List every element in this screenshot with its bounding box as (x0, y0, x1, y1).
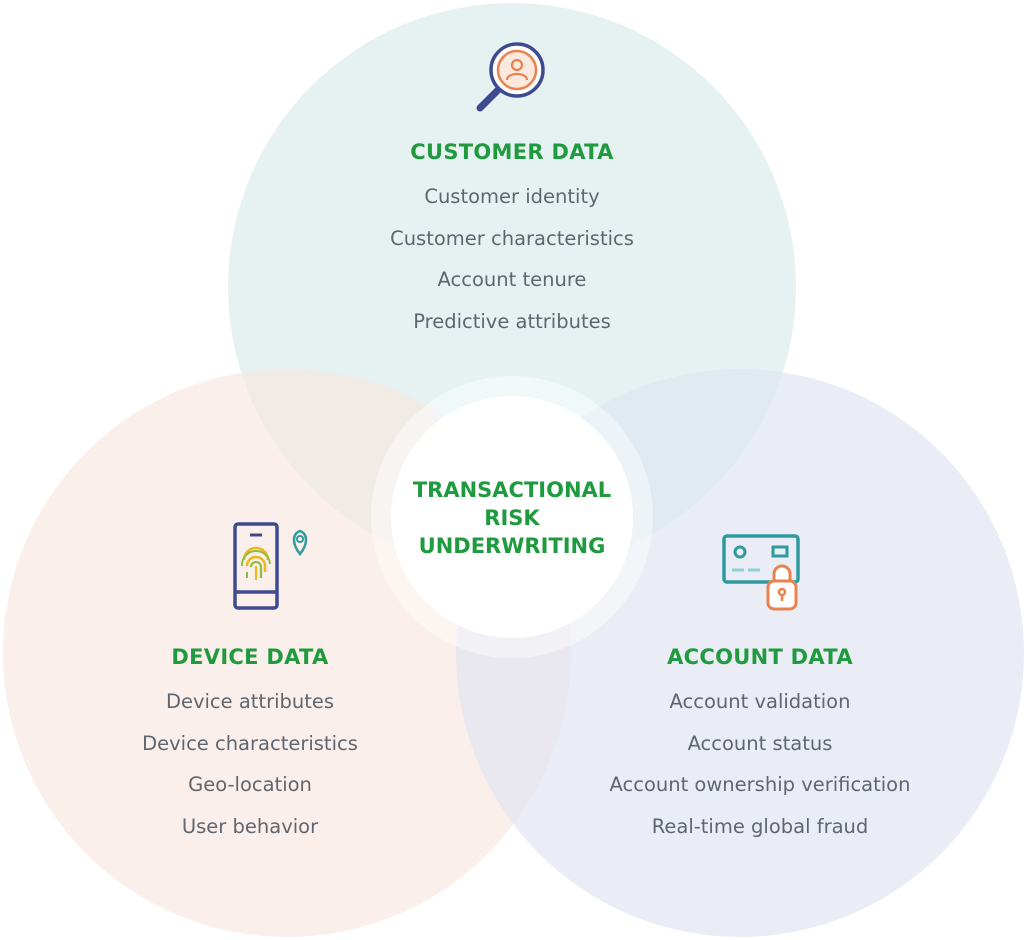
center-title: TRANSACTIONAL RISK UNDERWRITING (413, 476, 611, 560)
card-lock-icon (722, 534, 800, 611)
magnifier-user-icon (476, 42, 545, 112)
account-data-item: Account validation (669, 690, 851, 713)
center-circle (391, 396, 633, 638)
device-data-section: DEVICE DATA Device attributes Device cha… (50, 645, 450, 847)
account-data-item: Account status (687, 731, 833, 755)
customer-data-title: CUSTOMER DATA (410, 140, 614, 164)
account-data-item: Real-time global fraud (651, 814, 869, 838)
device-data-item: Geo-location (188, 773, 312, 796)
phone-fingerprint-location-icon (233, 522, 308, 610)
center-title-line: TRANSACTIONAL (412, 478, 612, 502)
account-data-title: ACCOUNT DATA (667, 645, 853, 669)
center-label: TRANSACTIONAL RISK UNDERWRITING (392, 398, 632, 638)
center-title-line: RISK (484, 506, 540, 530)
device-data-item: Device attributes (165, 690, 335, 713)
customer-data-item: Predictive attributes (413, 309, 611, 333)
device-data-title: DEVICE DATA (171, 645, 329, 669)
customer-data-section: CUSTOMER DATA Customer identity Customer… (312, 140, 712, 342)
device-data-item: Device characteristics (142, 731, 358, 755)
account-data-section: ACCOUNT DATA Account validation Account … (560, 645, 960, 847)
customer-data-item: Customer identity (424, 185, 600, 208)
device-data-item: User behavior (181, 814, 319, 838)
center-title-line: UNDERWRITING (418, 534, 606, 558)
account-data-item: Account ownership verification (609, 773, 911, 796)
customer-data-item: Customer characteristics (390, 226, 634, 250)
customer-data-item: Account tenure (437, 268, 587, 291)
